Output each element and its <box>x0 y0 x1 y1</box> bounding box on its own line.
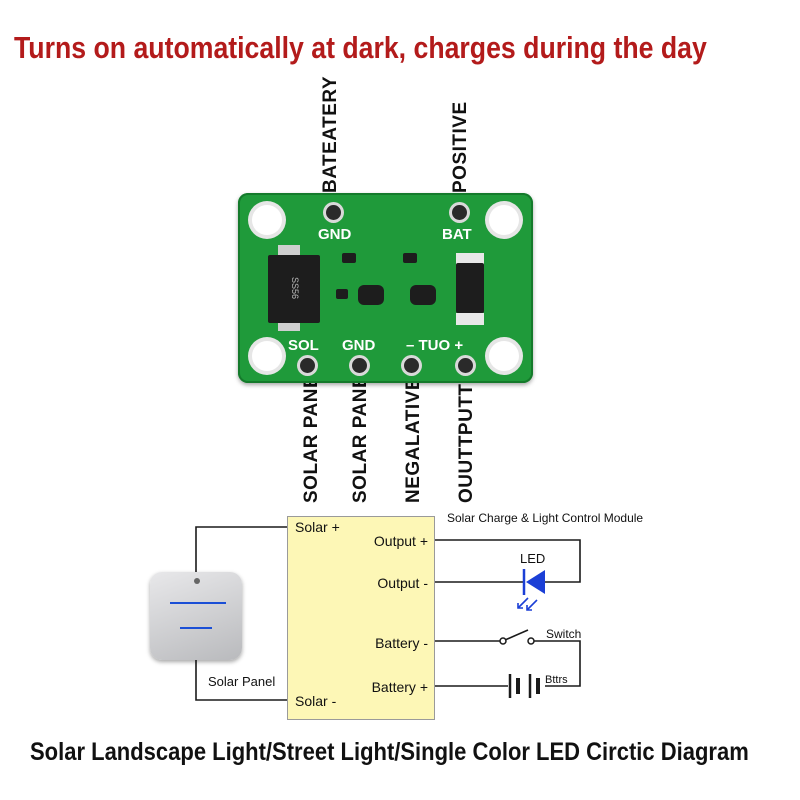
transistor-chip <box>358 285 384 305</box>
pad-sol <box>300 358 315 373</box>
module-title: Solar Charge & Light Control Module <box>447 511 644 525</box>
silk-gnd-top: GND <box>318 226 352 243</box>
pad-out-plus <box>458 358 473 373</box>
smd-resistor <box>336 289 348 299</box>
pcb-board: GND BAT SOL GND – TUO + SS56 <box>238 193 533 383</box>
mounting-hole <box>489 205 519 235</box>
wire-output-plus <box>433 539 581 583</box>
battery-plus-terminal: Battery + <box>371 679 428 695</box>
solar-panel-label: Solar Panel <box>208 674 276 689</box>
control-module-box: Solar + Solar - Output + Output - Batter… <box>287 516 435 720</box>
pad-gnd-bottom <box>352 358 367 373</box>
mounting-hole <box>489 341 519 371</box>
silk-sol: SOL <box>288 337 319 354</box>
panel-minus-line <box>180 627 212 629</box>
battery-symbol <box>508 674 540 698</box>
smd-resistor <box>403 253 417 263</box>
output-plus-terminal: Output + <box>373 533 428 549</box>
panel-plus-line <box>170 602 226 604</box>
solar-panel-icon <box>150 572 242 660</box>
switch-label: Switch <box>546 627 582 641</box>
led-symbol <box>517 569 545 611</box>
pad-gnd-top <box>326 205 341 220</box>
smd-capacitor <box>456 263 484 313</box>
wire-solar-plus <box>195 526 287 572</box>
switch-symbol <box>499 629 535 645</box>
led-label: LED <box>520 551 546 566</box>
silk-bat: BAT <box>442 226 472 243</box>
solar-plus-terminal: Solar + <box>295 519 340 535</box>
silk-gnd-bottom: GND <box>342 337 376 354</box>
mounting-hole <box>252 205 282 235</box>
output-minus-terminal: Output - <box>377 575 428 591</box>
pad-out-minus <box>404 358 419 373</box>
bottom-caption: Solar Landscape Light/Street Light/Singl… <box>30 738 749 766</box>
smd-resistor <box>342 253 356 263</box>
mounting-hole <box>252 341 282 371</box>
wire-solar-minus <box>195 660 287 701</box>
battery-label: Bttrs <box>545 674 568 686</box>
top-heading: Turns on automatically at dark, charges … <box>14 30 707 65</box>
silk-out: – TUO + <box>406 337 464 354</box>
diode-chip: SS56 <box>268 255 320 323</box>
transistor-chip <box>410 285 436 305</box>
wire-switch-to-battery <box>531 640 581 687</box>
solar-minus-terminal: Solar - <box>295 693 337 709</box>
battery-minus-terminal: Battery - <box>375 635 428 651</box>
pad-bat <box>452 205 467 220</box>
